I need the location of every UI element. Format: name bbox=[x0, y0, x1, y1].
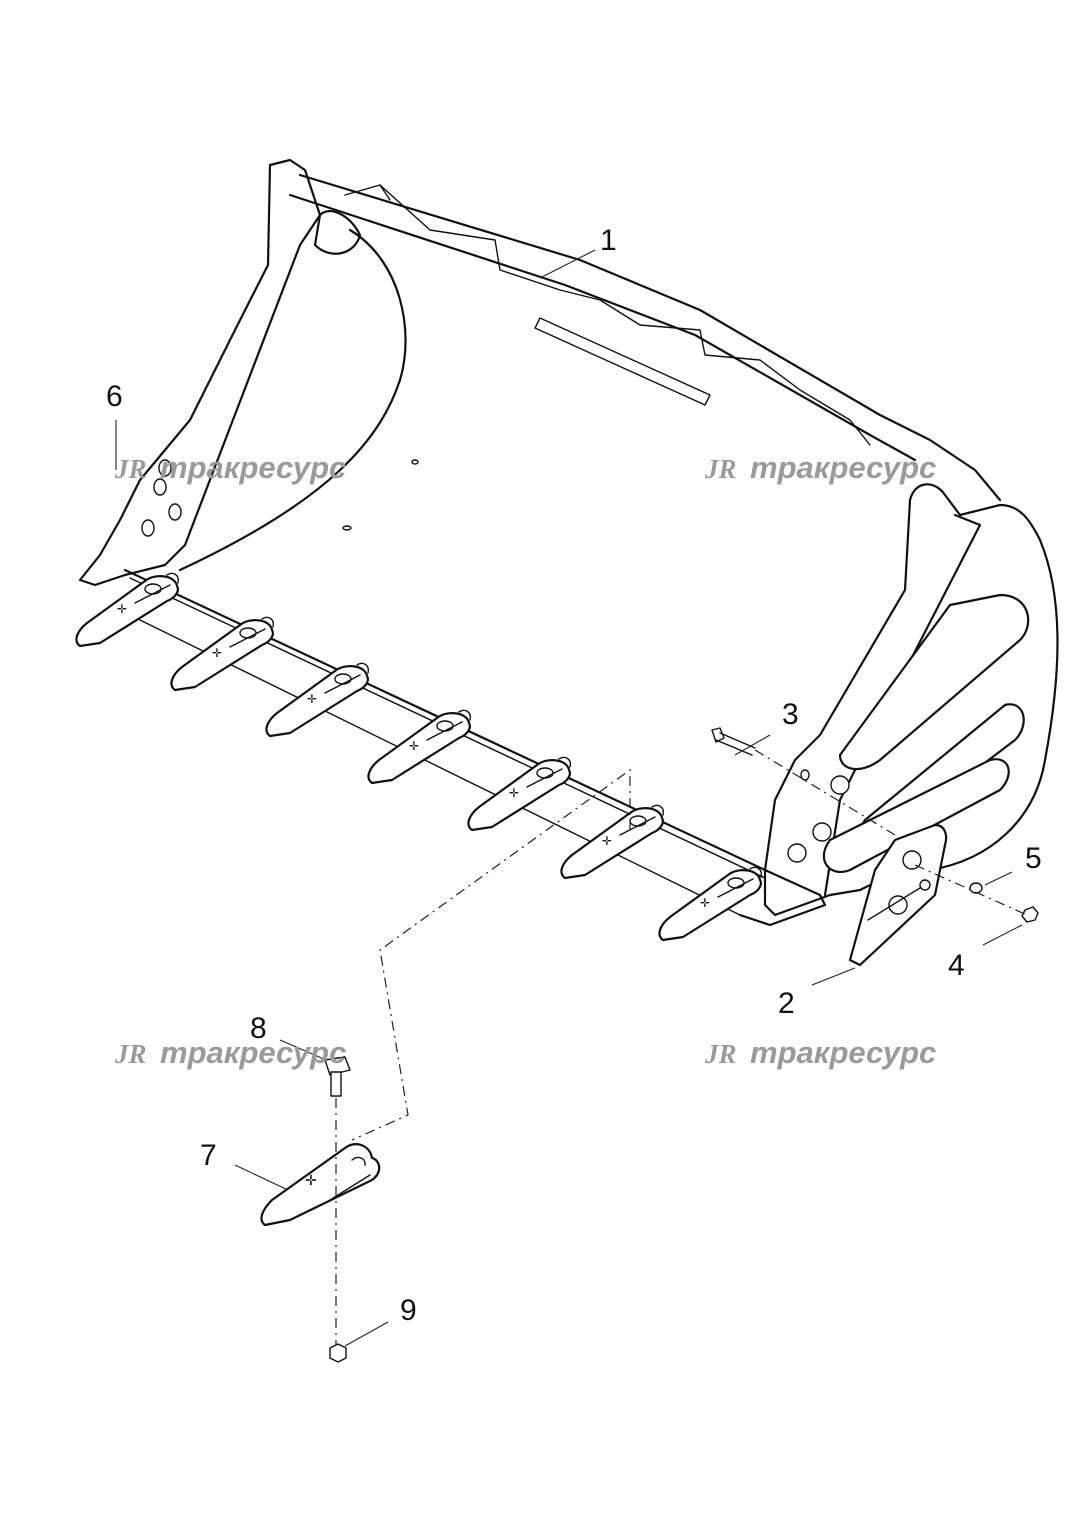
bucket-tooth: ✛ bbox=[467, 756, 572, 832]
right-mount-bolts bbox=[787, 769, 850, 863]
svg-text:✛: ✛ bbox=[117, 602, 127, 616]
callout-1: 1 bbox=[600, 224, 617, 257]
bolt-part-8 bbox=[324, 1056, 351, 1097]
bucket-body bbox=[78, 158, 1059, 927]
assembly-lines bbox=[335, 749, 1028, 1345]
callout-4: 4 bbox=[948, 949, 965, 982]
watermark-bottom-right: JR тракресурс bbox=[704, 1035, 936, 1070]
callout-numbers: 1 2 3 4 5 6 7 8 9 bbox=[106, 224, 1042, 1327]
washer-part-5 bbox=[969, 882, 983, 894]
bucket-teeth: ✛ ✛ ✛ ✛ ✛ ✛ ✛ bbox=[75, 572, 763, 942]
nut-part-9 bbox=[329, 1343, 347, 1363]
watermark-text: тракресурс bbox=[160, 450, 346, 485]
bolt-part-3 bbox=[711, 727, 756, 756]
svg-text:✛: ✛ bbox=[602, 834, 612, 848]
watermark-bottom-left: JR тракресурс bbox=[114, 1035, 346, 1070]
svg-text:✛: ✛ bbox=[212, 646, 222, 660]
bucket-tooth: ✛ bbox=[367, 709, 472, 785]
watermark-top-right: JR тракресурс bbox=[704, 450, 936, 485]
nut-part-4 bbox=[1021, 906, 1039, 923]
left-mount-holes bbox=[141, 459, 182, 537]
callout-5: 5 bbox=[1025, 842, 1042, 875]
callout-7: 7 bbox=[200, 1139, 217, 1172]
watermark-text: тракресурс bbox=[750, 1035, 936, 1070]
watermark-top-left: JR тракресурс bbox=[114, 450, 346, 485]
callout-2: 2 bbox=[778, 987, 795, 1020]
callout-8: 8 bbox=[250, 1012, 267, 1045]
watermark-text: тракресурс bbox=[160, 1035, 346, 1070]
leader-lines bbox=[115, 249, 1023, 1347]
watermark-logo: JR bbox=[704, 1039, 737, 1069]
watermark-logo: JR bbox=[114, 1039, 147, 1069]
bucket-tooth: ✛ bbox=[75, 572, 180, 648]
callout-3: 3 bbox=[782, 698, 799, 731]
watermark-text: тракресурс bbox=[750, 450, 936, 485]
watermark-logo: JR bbox=[704, 454, 737, 484]
svg-text:✛: ✛ bbox=[409, 739, 419, 753]
svg-text:✛: ✛ bbox=[305, 1172, 317, 1188]
bucket-tooth: ✛ bbox=[658, 866, 763, 942]
watermark-logo: JR bbox=[114, 454, 147, 484]
svg-text:✛: ✛ bbox=[700, 896, 710, 910]
side-cutter-plate bbox=[848, 823, 948, 967]
callout-6: 6 bbox=[106, 380, 123, 413]
bucket-tooth: ✛ bbox=[170, 616, 275, 692]
callout-9: 9 bbox=[400, 1294, 417, 1327]
svg-text:✛: ✛ bbox=[307, 692, 317, 706]
tooth-part-7: ✛ bbox=[260, 1143, 381, 1227]
bucket-tooth: ✛ bbox=[265, 662, 370, 738]
bucket-tooth: ✛ bbox=[560, 804, 665, 880]
svg-text:✛: ✛ bbox=[509, 786, 519, 800]
